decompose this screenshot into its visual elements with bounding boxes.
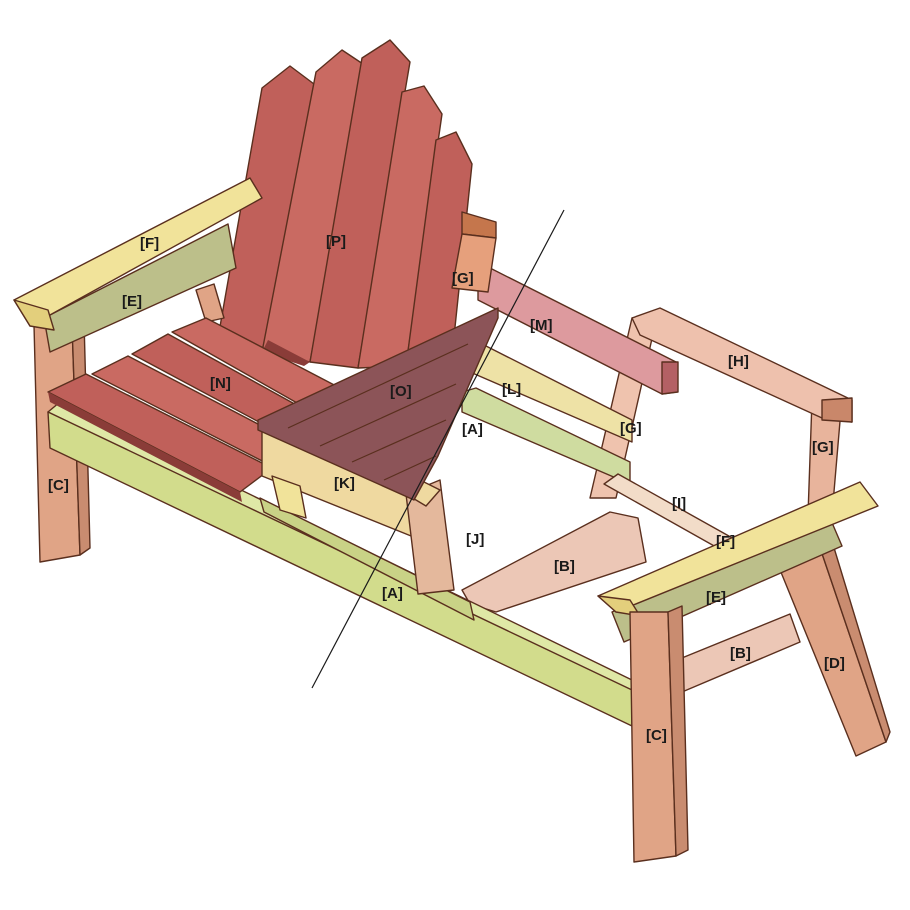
left-arm-support-E bbox=[43, 223, 237, 353]
seat-O-line-2 bbox=[319, 383, 457, 447]
back-frame-H-end bbox=[821, 397, 853, 423]
label-E-right: [E] bbox=[706, 589, 726, 606]
label-G-right: [G] bbox=[812, 439, 834, 456]
label-L: [L] bbox=[502, 381, 521, 398]
slat-P-shadow bbox=[262, 340, 310, 366]
label-B-center: [B] bbox=[554, 558, 575, 575]
block-G-top-side bbox=[451, 233, 497, 293]
seat-O-line-3 bbox=[351, 419, 447, 463]
label-M: [M] bbox=[530, 317, 553, 334]
label-K: [K] bbox=[334, 475, 355, 492]
slat-N-front-edge bbox=[48, 392, 242, 502]
label-G-top: [G] bbox=[452, 270, 474, 287]
label-F-right: [F] bbox=[716, 533, 735, 550]
seat-O-line-4 bbox=[383, 455, 437, 481]
seat-O-line-1 bbox=[287, 343, 469, 429]
left-arm-post bbox=[195, 283, 225, 323]
seat-O bbox=[257, 307, 499, 501]
label-O: [O] bbox=[390, 383, 412, 400]
slat-P-3 bbox=[309, 39, 411, 369]
section-cut-line bbox=[311, 209, 565, 689]
label-A-front: [A] bbox=[382, 585, 403, 602]
label-J: [J] bbox=[466, 531, 484, 548]
label-N: [N] bbox=[210, 375, 231, 392]
label-G-front: [G] bbox=[620, 420, 642, 437]
right-arm-assembly bbox=[597, 473, 891, 863]
back-rails bbox=[461, 267, 679, 485]
rail-M-end bbox=[661, 361, 679, 395]
support-K-leg bbox=[271, 475, 307, 519]
label-F-left: [F] bbox=[140, 235, 159, 252]
rail-A-back bbox=[461, 387, 631, 485]
seat-panel-O bbox=[257, 307, 499, 501]
part-labels: [F] [E] [P] [G] [M] [H] [N] [O] [L] [A] … bbox=[48, 233, 845, 744]
label-D: [D] bbox=[824, 655, 845, 672]
front-leg-C-right-side bbox=[667, 605, 689, 857]
label-E-left: [E] bbox=[122, 293, 142, 310]
label-A-back: [A] bbox=[462, 421, 483, 438]
label-B-right: [B] bbox=[730, 645, 751, 662]
label-I: [I] bbox=[672, 495, 686, 512]
left-arm-F-end bbox=[13, 299, 55, 331]
label-H: [H] bbox=[728, 353, 749, 370]
backrest-slats-P bbox=[217, 39, 473, 369]
block-G-top bbox=[451, 211, 497, 293]
label-C-left: [C] bbox=[48, 477, 69, 494]
label-C-right: [C] bbox=[646, 727, 667, 744]
label-P: [P] bbox=[326, 233, 346, 250]
lower-braces bbox=[461, 511, 801, 693]
